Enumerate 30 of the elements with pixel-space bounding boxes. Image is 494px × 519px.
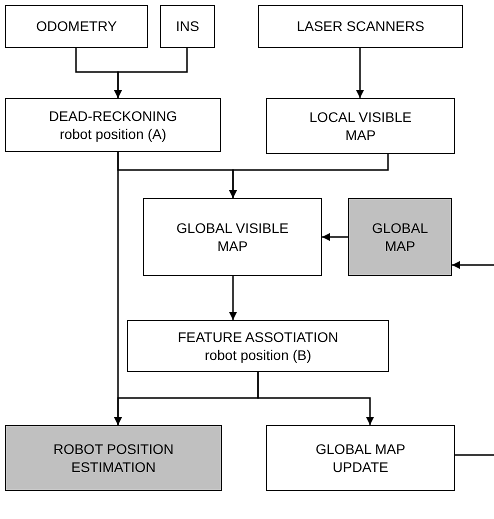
box-label: LOCAL VISIBLE MAP [308,108,413,144]
arrow [229,276,237,320]
box-label: ODOMETRY [36,17,117,36]
box-label: ROBOT POSITION ESTIMATION [52,440,175,476]
box-sublabel: robot position (B) [204,346,312,364]
box-label: DEAD-RECKONING [48,106,178,125]
connector-line [455,454,494,456]
box-label: LASER SCANNERS [296,17,424,36]
arrow [452,261,494,269]
process-box [143,198,322,276]
box-label: GLOBAL MAP [370,218,430,256]
arrow [229,154,389,198]
box-label: GLOBAL MAP UPDATE [314,440,406,476]
process-box [127,320,389,372]
highlighted-box [348,198,452,276]
arrow [322,233,348,241]
arrow [356,48,364,98]
box-sublabel: robot position (A) [60,125,166,144]
process-box [266,98,455,154]
arrow [257,372,374,425]
process-box [5,98,221,152]
box-label: FEATURE ASSOTIATION [178,328,338,346]
process-box [5,5,148,48]
process-box [160,5,215,48]
process-box [258,5,463,48]
box-label: GLOBAL VISIBLE MAP [175,218,290,256]
highlighted-box [5,425,222,491]
box-label: INS [176,17,200,36]
arrow [114,48,188,98]
process-box [266,425,455,491]
